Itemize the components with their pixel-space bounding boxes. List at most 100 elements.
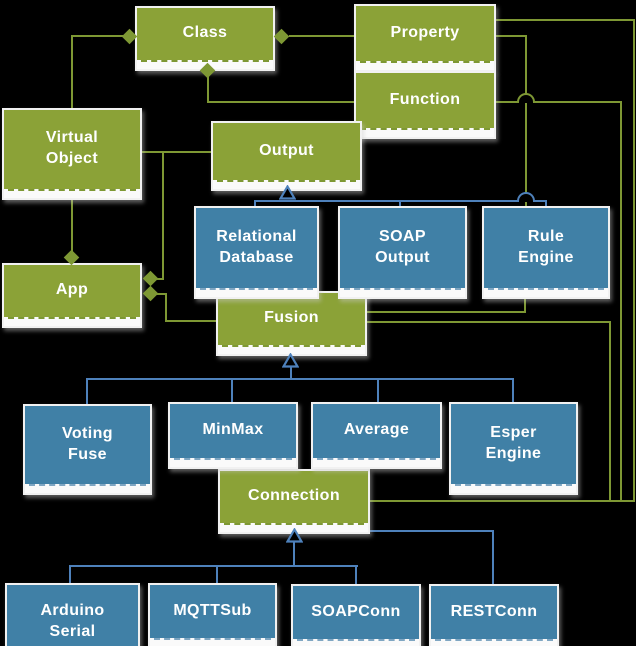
attributes-compartment (431, 639, 557, 646)
node-label: Fusion (218, 293, 365, 342)
attributes-compartment (356, 128, 494, 137)
node-property: Property (354, 4, 496, 72)
label-line: RESTConn (450, 602, 538, 620)
connector-segment (609, 321, 611, 502)
label-line: Class (182, 24, 228, 41)
connector-segment (216, 565, 218, 586)
label-line: Output (259, 141, 314, 159)
line-hop-arc (517, 192, 535, 202)
connector-segment (525, 35, 527, 208)
connector-segment (156, 278, 164, 280)
label-line: Rule (527, 227, 565, 245)
attributes-compartment (196, 288, 317, 297)
connector-segment (293, 542, 295, 566)
connector-segment (162, 151, 164, 280)
connector-segment (207, 76, 209, 103)
label-line: Average (343, 421, 410, 438)
node-mqttsub: MQTTSub (148, 583, 277, 646)
connector-segment (494, 19, 635, 21)
connector-segment (368, 500, 635, 502)
label-line: Fuse (68, 445, 107, 463)
attributes-compartment (170, 458, 296, 467)
node-label: SOAPConn (293, 586, 419, 636)
connector-segment (290, 366, 292, 379)
node-output: Output (211, 121, 362, 191)
connector-segment (355, 565, 357, 587)
label-line: Property (390, 23, 460, 41)
node-label: Average (313, 404, 440, 455)
compartment-dashes (154, 638, 271, 640)
compartment-dashes (29, 484, 146, 486)
connector-segment (492, 530, 494, 587)
attributes-compartment (4, 317, 140, 326)
connector-segment (207, 101, 356, 103)
connector-segment (71, 35, 123, 37)
label-line: Arduino (40, 602, 105, 619)
label-line: Serial (49, 623, 96, 640)
label-line: Function (389, 90, 461, 108)
connector-segment (534, 200, 547, 202)
compartment-dashes (317, 458, 436, 460)
generalization-arrow-icon (286, 528, 303, 543)
node-average: Average (311, 402, 442, 469)
compartment-dashes (297, 639, 415, 641)
connector-segment (231, 378, 233, 405)
connector-segment (545, 200, 547, 209)
connector-segment (254, 200, 518, 202)
attributes-compartment (484, 288, 608, 297)
attributes-compartment (218, 345, 365, 354)
connector-segment (524, 293, 526, 313)
label-line: Connection (248, 487, 340, 504)
connector-segment (86, 378, 88, 407)
attributes-compartment (313, 458, 440, 467)
node-label: Connection (220, 471, 368, 520)
attributes-compartment (451, 484, 576, 493)
label-line: Engine (485, 444, 542, 462)
node-label: RESTConn (431, 586, 557, 636)
compartment-dashes (344, 288, 461, 290)
aggregation-diamond-icon (142, 285, 159, 302)
label-line: Esper (490, 423, 537, 441)
compartment-dashes (174, 458, 292, 460)
label-line: SOAP (379, 227, 426, 245)
node-soapconn: SOAPConn (291, 584, 421, 646)
attributes-compartment (340, 288, 465, 297)
connector-segment (399, 200, 401, 209)
node-function: Function (354, 71, 496, 139)
label-line: Fusion (264, 309, 319, 326)
node-label: Class (137, 8, 273, 57)
connector-segment (71, 196, 73, 252)
connector-segment (69, 565, 358, 567)
attributes-compartment (4, 189, 140, 198)
label-line: Object (45, 150, 99, 167)
node-class: Class (135, 6, 275, 71)
label-line: App (55, 281, 89, 298)
connector-segment (299, 530, 494, 532)
connector-segment (633, 19, 635, 502)
line-hop-arc (517, 93, 535, 103)
node-label: MQTTSub (150, 585, 275, 635)
label-line: Relational (216, 227, 297, 245)
node-connection: Connection (218, 469, 370, 534)
compartment-dashes (222, 345, 361, 347)
label-line: MQTTSub (173, 601, 252, 619)
node-label: MinMax (170, 404, 296, 455)
connector-segment (365, 311, 526, 313)
connector-segment (534, 101, 622, 103)
label-line: Database (219, 248, 294, 266)
connector-segment (512, 378, 514, 405)
node-label: App (4, 265, 140, 314)
connector-segment (377, 378, 379, 405)
label-line: Virtual (45, 129, 99, 146)
connector-segment (165, 320, 218, 322)
